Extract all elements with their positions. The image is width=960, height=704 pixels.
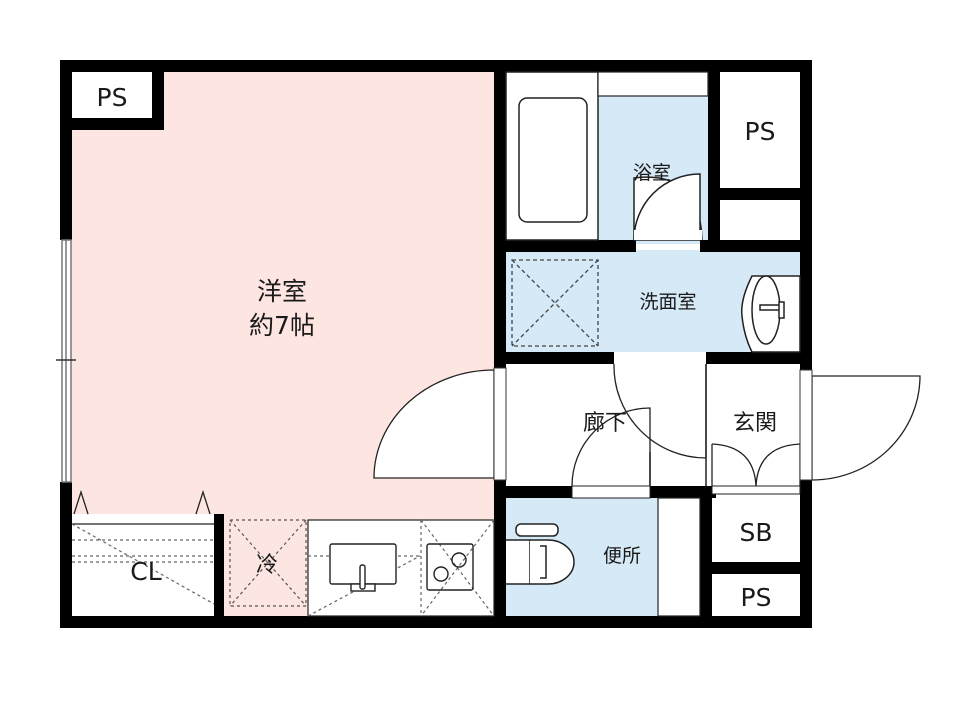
washroom-label: 洗面室 [639,291,696,313]
closet [71,489,215,616]
fridge-label: 冷 [256,553,278,578]
room-door [373,369,495,479]
bathroom-label: 浴室 [633,162,671,184]
ps-label-right: PS [745,117,776,146]
bathroom-door [633,173,703,241]
ps-label-bottom: PS [741,583,772,612]
toilet-fixture [506,523,575,585]
washing-machine-space [511,259,599,347]
fridge-space [229,519,307,607]
stove [426,543,474,591]
shoe-box-label: SB [739,518,772,547]
toilet-label: 便所 [603,545,641,567]
shoe-box-doors [711,443,801,487]
west-window [56,239,76,483]
western-room-size: 約7帖 [249,311,315,340]
kitchen-counter [307,519,495,617]
kitchen-sink [329,543,397,592]
ps-label-topleft: PS [97,83,128,112]
western-room-label: 洋室 [257,277,307,306]
bathtub [505,71,599,241]
washroom-door [613,363,707,459]
hallway-label: 廊下 [583,411,627,436]
closet-label: CL [130,557,161,586]
front-door [811,375,921,481]
toilet-door [571,407,651,487]
washbasin [740,275,801,353]
entrance-label: 玄関 [733,411,777,436]
walls [60,60,812,628]
